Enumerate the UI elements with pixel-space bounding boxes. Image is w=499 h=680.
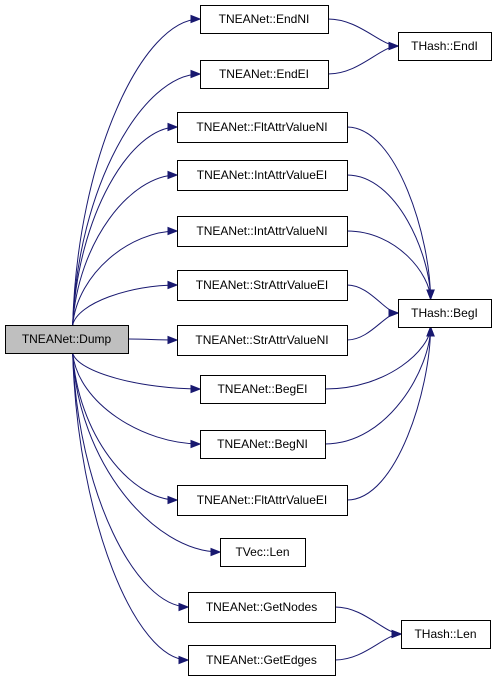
edge-dump-to-intel [72,174,178,326]
node-label: THash::EndI [411,39,478,53]
edge-dump-to-intnl [72,230,178,326]
node-box [188,592,336,623]
node-label: TNEANet::BegEI [217,382,307,396]
node-intnl[interactable]: TNEANet::IntAttrValueNI [177,216,348,247]
arrowhead-endel-to-hashendi [388,41,400,51]
arrowhead-dump-to-fltel [167,495,179,505]
edge-getnodes-to-hashlen [334,606,402,635]
arrowhead-dump-to-strnl [167,335,179,345]
edge-dump-to-begel [72,352,201,390]
edge-dump-to-getnodes [72,352,189,608]
arrowhead-dump-to-begel [190,384,202,394]
node-label: TNEANet::EndEI [219,67,309,81]
edge-fltnl-to-hashbegi [346,126,432,300]
node-label: TNEANet::FltAttrValueNI [196,120,327,134]
edge-strel-to-hashbegi [346,284,399,314]
node-begnl[interactable]: TNEANet::BegNI [200,430,326,459]
arrowhead-dump-to-endnl [190,14,202,24]
node-box [177,270,348,301]
edge-dump-to-getedges [72,352,189,661]
node-fltel[interactable]: TNEANet::FltAttrValueEI [177,485,348,516]
node-label: TNEANet::StrAttrValueNI [195,333,328,347]
node-label: TNEANet::GetNodes [206,600,317,614]
arrowhead-dump-to-getnodes [178,602,190,612]
node-label: TNEANet::FltAttrValueEI [197,493,327,507]
node-getedges[interactable]: TNEANet::GetEdges [188,645,336,676]
node-label: TNEANet::EndNI [219,12,310,26]
arrowhead-strnl-to-hashbegi [388,308,400,318]
node-fltnl[interactable]: TNEANet::FltAttrValueNI [177,112,348,143]
node-label: TNEANet::GetEdges [206,653,317,667]
node-getnodes[interactable]: TNEANet::GetNodes [188,592,336,623]
node-endnl[interactable]: TNEANet::EndNI [200,5,329,34]
node-box [401,620,491,649]
edge-getedges-to-hashlen [334,633,402,661]
edge-fltel-to-hashbegi [346,326,432,501]
node-box [200,60,329,89]
arrowhead-dump-to-getedges [178,655,190,665]
edges-layer [72,14,435,665]
edge-strnl-to-hashbegi [346,312,399,341]
node-label: TNEANet::IntAttrValueNI [196,224,327,238]
node-label: TNEANet::Dump [22,332,112,346]
node-box [188,645,336,676]
edge-endel-to-hashendi [327,45,399,75]
node-box [5,325,129,354]
nodes-layer: TNEANet::Dump TNEANet::EndNITNEANet::EndE… [5,5,492,676]
edge-dump-to-fltel [72,352,178,501]
node-dump[interactable]: TNEANet::Dump [5,325,129,354]
node-box [177,325,348,356]
edge-intel-to-hashbegi [346,174,432,300]
node-box [220,538,306,567]
node-label: TNEANet::IntAttrValueEI [197,168,328,182]
node-label: THash::BegI [411,306,478,320]
node-box [398,299,492,328]
arrowhead-dump-to-endel [190,69,202,79]
edge-dump-to-strel [72,284,178,326]
node-intel[interactable]: TNEANet::IntAttrValueEI [177,160,348,191]
edge-dump-to-endel [72,73,201,326]
arrowhead-dump-to-fltnl [167,122,179,132]
node-label: TNEANet::BegNI [217,437,308,451]
edge-dump-to-begnl [72,352,201,445]
edge-endnl-to-hashendi [327,18,399,47]
node-hashlen[interactable]: THash::Len [401,620,491,649]
node-box [177,160,348,191]
node-box [200,5,329,34]
node-hashendi[interactable]: THash::EndI [398,32,492,61]
node-label: THash::Len [414,627,476,641]
node-label: TVec::Len [235,545,289,559]
edge-begnl-to-hashbegi [324,326,432,445]
node-box [200,375,326,404]
arrowhead-intnl-to-hashbegi [426,289,435,301]
node-box [398,32,492,61]
node-box [200,430,326,459]
node-strnl[interactable]: TNEANet::StrAttrValueNI [177,325,348,356]
node-box [177,112,348,143]
arrowhead-getedges-to-hashlen [391,629,403,639]
node-box [177,216,348,247]
node-box [177,485,348,516]
edge-dump-to-fltnl [72,126,178,326]
arrowhead-fltel-to-hashbegi [426,325,435,337]
arrowhead-dump-to-strel [167,280,179,290]
node-veclen[interactable]: TVec::Len [220,538,306,567]
edge-dump-to-veclen [72,352,221,553]
node-endel[interactable]: TNEANet::EndEI [200,60,329,89]
node-begel[interactable]: TNEANet::BegEI [200,375,326,404]
node-strel[interactable]: TNEANet::StrAttrValueEI [177,270,348,301]
node-label: TNEANet::StrAttrValueEI [196,278,329,292]
arrowhead-dump-to-veclen [210,547,222,557]
arrowhead-dump-to-intnl [167,226,179,236]
arrowhead-dump-to-begnl [190,439,202,449]
node-hashbegi[interactable]: THash::BegI [398,299,492,328]
arrowhead-dump-to-intel [167,170,179,180]
edge-dump-to-endnl [72,18,201,326]
